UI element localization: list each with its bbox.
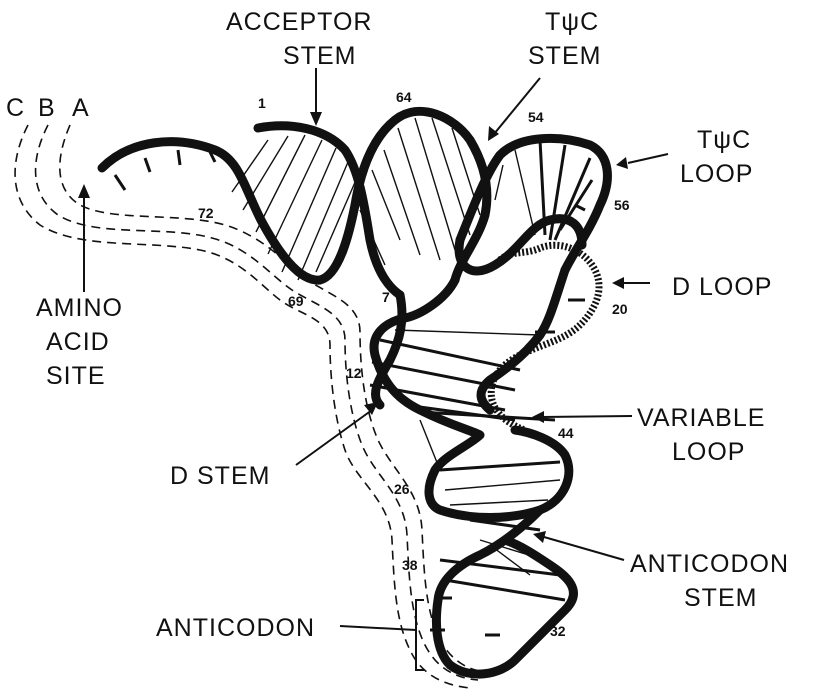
anticodon-stem-base-pairs [440, 462, 565, 600]
label-acceptor-stem-line2: STEM [283, 42, 356, 70]
num-72: 72 [198, 205, 214, 221]
label-tpsic-loop-line1: TψC [697, 126, 751, 154]
nucleotide-numbers: 1 64 54 56 72 69 7 20 12 44 26 38 32 [198, 89, 630, 639]
label-acceptor-stem-line1: ACCEPTOR [226, 8, 372, 36]
label-anticodon-stem-line1: ANTICODON [630, 550, 789, 578]
label-d-stem: D STEM [170, 462, 270, 490]
num-32: 32 [550, 623, 566, 639]
label-tpsic-stem-line1: TψC [545, 8, 599, 36]
label-a: A [72, 94, 90, 122]
num-7: 7 [382, 289, 390, 305]
d-loop-beaded [491, 245, 599, 430]
label-variable-loop-line2: LOOP [672, 438, 745, 466]
label-c: C [6, 94, 25, 122]
label-tpsic-loop-line2: LOOP [680, 160, 753, 188]
num-69: 69 [288, 293, 304, 309]
label-amino-acid-site-line3: SITE [46, 362, 106, 390]
num-38: 38 [402, 557, 418, 573]
trna-backbone [102, 111, 607, 674]
num-12: 12 [346, 365, 362, 381]
label-anticodon-stem-line2: STEM [684, 584, 757, 612]
num-26: 26 [394, 481, 410, 497]
label-anticodon: ANTICODON [156, 614, 315, 642]
label-tpsic-stem-line2: STEM [528, 42, 601, 70]
label-d-loop: D LOOP [672, 273, 772, 301]
label-variable-loop-line1: VARIABLE [637, 404, 765, 432]
num-1: 1 [258, 95, 266, 111]
num-54: 54 [528, 109, 544, 125]
pointer-arrows [78, 68, 668, 670]
label-amino-acid-site-line2: ACID [46, 328, 110, 356]
label-b: B [38, 94, 56, 122]
num-44: 44 [558, 425, 574, 441]
label-amino-acid-site-line1: AMINO [36, 294, 123, 322]
num-20: 20 [612, 301, 628, 317]
num-56: 56 [614, 197, 630, 213]
num-64: 64 [396, 89, 412, 105]
